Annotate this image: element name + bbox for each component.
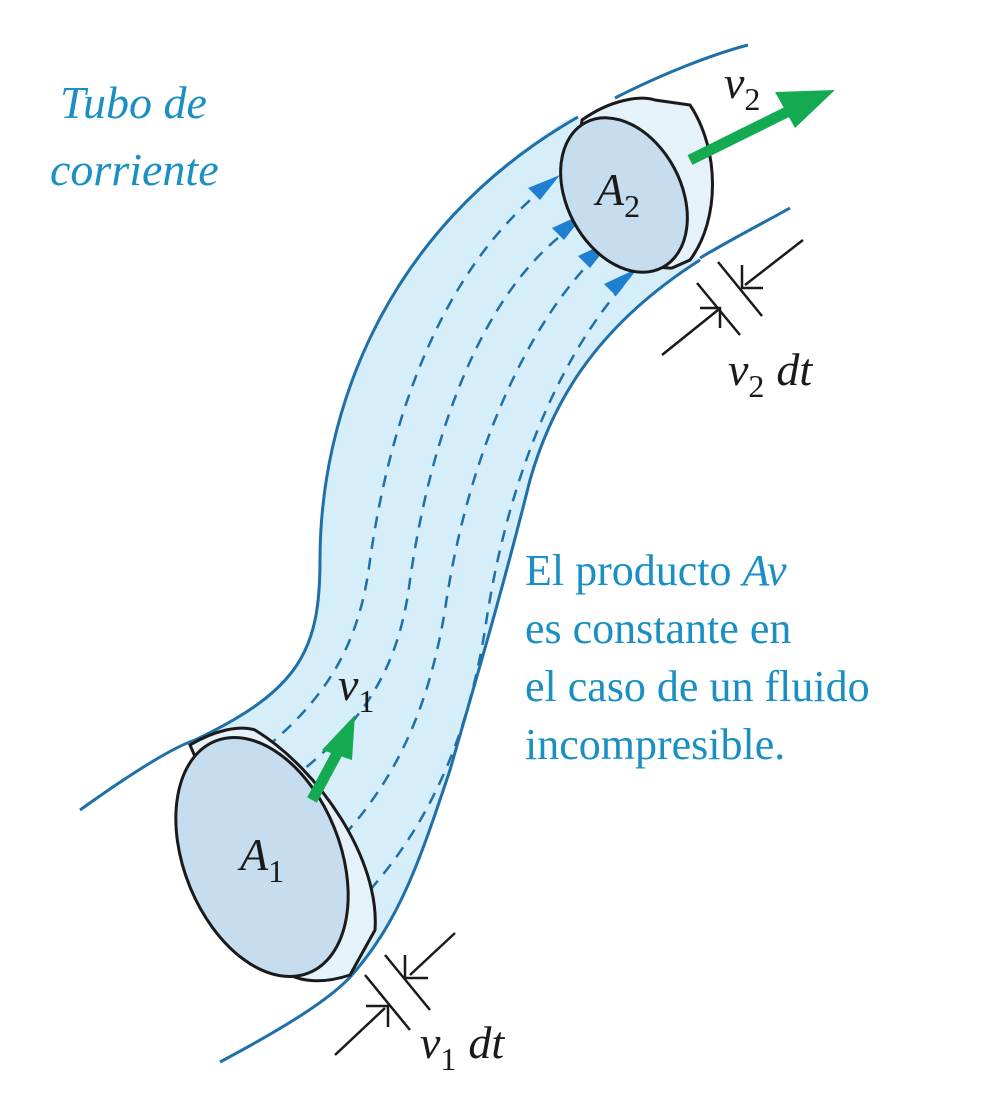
title-line-1: Tubo de	[60, 77, 207, 128]
caption-line-4: incompresible.	[525, 720, 785, 769]
dim-v1-tick-b	[384, 954, 431, 1011]
dim-v1-tick-a	[364, 974, 411, 1031]
stream-tube-lower-edge	[350, 258, 701, 976]
caption-line-3: el caso de un fluido	[525, 662, 870, 711]
streamline-arrow-4	[604, 268, 638, 296]
velocity-arrow-v1-shaft	[307, 745, 345, 803]
dim-v1-arrow-in-line	[409, 932, 456, 976]
caption-line-1-symbol: Av	[740, 546, 787, 595]
streamline-4	[369, 279, 629, 891]
outer-streamline-upper	[79, 738, 196, 812]
disk-a1-face	[174, 735, 350, 979]
velocity-arrow-v2-head	[775, 90, 835, 128]
disk-a2-face	[559, 116, 689, 274]
outer-streamline-upper-right	[614, 43, 749, 100]
velocity-arrow-v1-head	[322, 715, 355, 760]
label-a2: A2	[593, 164, 640, 224]
label-a1: A1	[237, 829, 284, 889]
outer-streamline-lower	[219, 974, 354, 1064]
dim-v2-arrow-in-line	[744, 239, 804, 286]
stream-tube-upper-edge	[194, 115, 579, 742]
dim-v2-arrow-in-head	[740, 265, 763, 290]
label-v1: v1	[338, 659, 374, 719]
streamline-1	[249, 184, 549, 761]
dim-v1-arrow-out-line	[334, 1007, 386, 1056]
velocity-arrow-v2-shaft	[687, 103, 798, 165]
dim-v2-arrow-out-line	[661, 309, 719, 356]
dim-v1-arrow-in-head	[403, 955, 428, 980]
label-v2: v2	[724, 57, 760, 117]
streamline-arrow-1	[528, 175, 560, 200]
dim-v2-tick-b	[717, 261, 763, 317]
caption-line-1-prefix: El producto	[525, 546, 743, 595]
title-line-2: corriente	[50, 144, 219, 195]
caption-line-1: El producto Av	[525, 546, 787, 595]
outer-streamline-lower-right	[699, 206, 791, 260]
dim-v1-arrow-out-head	[366, 1004, 390, 1027]
dim-v2-arrow-out-head	[700, 306, 722, 328]
caption-line-2: es constante en	[525, 604, 791, 653]
